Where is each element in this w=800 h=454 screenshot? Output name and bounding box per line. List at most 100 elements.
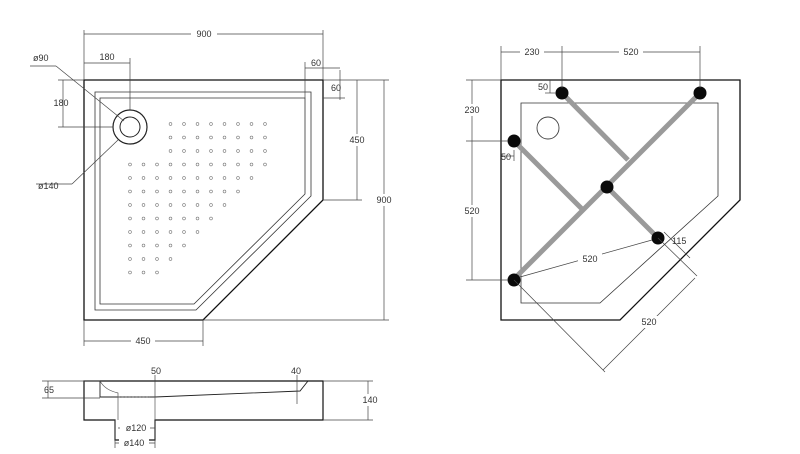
anti-slip-dot — [182, 176, 186, 180]
anti-slip-dot — [209, 189, 213, 194]
anti-slip-dot — [155, 257, 159, 261]
anti-slip-dot — [168, 230, 173, 234]
anti-slip-dot — [168, 257, 173, 261]
anti-slip-dot — [182, 162, 186, 167]
dim-rim-height: 65 — [44, 385, 54, 395]
anti-slip-dot — [222, 203, 227, 207]
anti-slip-dot — [209, 122, 213, 126]
ext-line — [657, 237, 698, 277]
anti-slip-dot — [249, 135, 254, 140]
dim-drain-offset-y: 180 — [53, 98, 68, 108]
anti-slip-dot — [236, 189, 240, 194]
anti-slip-dot — [236, 122, 240, 126]
anti-slip-dot — [195, 162, 200, 167]
dim-drain-offset-x: 180 — [99, 52, 114, 62]
dim-side-depth: 450 — [349, 135, 364, 145]
frame-drain-circle — [536, 116, 560, 140]
tray-basin — [99, 97, 306, 305]
dim-front-width: 450 — [135, 336, 150, 346]
support-leg — [507, 134, 521, 148]
anti-slip-dot — [182, 135, 186, 140]
anti-slip-dot — [155, 270, 159, 275]
anti-slip-dot — [182, 230, 186, 234]
anti-slip-dot — [263, 135, 267, 140]
anti-slip-dot — [168, 122, 173, 126]
anti-slip-dot — [128, 270, 132, 275]
anti-slip-dot — [168, 149, 173, 153]
anti-slip-dot — [222, 149, 227, 153]
dim-drain-outer: ø140 — [124, 438, 145, 448]
support-bar — [560, 91, 630, 162]
anti-slip-dot — [195, 230, 200, 234]
anti-slip-dot — [168, 203, 173, 207]
anti-slip-dot — [236, 176, 240, 180]
anti-slip-dot — [195, 122, 200, 126]
anti-slip-dot — [168, 176, 173, 180]
anti-slip-dot — [141, 189, 146, 194]
anti-slip-dot — [263, 162, 267, 167]
dim-inner-offset-right: 40 — [291, 366, 301, 376]
anti-slip-dot — [195, 135, 200, 140]
anti-slip-dot — [155, 216, 159, 221]
anti-slip-dot — [209, 176, 213, 180]
drain-hole-circle — [119, 116, 141, 138]
dim-frame-left-top: 230 — [464, 105, 479, 115]
drain-section — [99, 380, 156, 420]
support-bar — [512, 139, 584, 211]
side-view: 65 50 40 140 ø120 ø140 — [42, 366, 382, 448]
anti-slip-dot — [182, 149, 186, 153]
anti-slip-dot — [195, 176, 200, 180]
dim-corner-cut-y: 60 — [331, 83, 341, 93]
anti-slip-dot — [128, 257, 132, 261]
anti-slip-dot — [236, 162, 240, 167]
anti-slip-dot — [168, 243, 173, 248]
anti-slip-dot — [263, 122, 267, 126]
anti-slip-dot — [141, 243, 146, 248]
anti-slip-dot — [155, 162, 159, 167]
anti-slip-dot — [155, 203, 159, 207]
anti-slip-dot — [263, 149, 267, 153]
anti-slip-dot — [249, 122, 254, 126]
anti-slip-dot — [168, 135, 173, 140]
anti-slip-dot — [209, 162, 213, 167]
anti-slip-dot — [195, 149, 200, 153]
anti-slip-dot — [141, 203, 146, 207]
anti-slip-dot — [222, 162, 227, 167]
anti-slip-dot — [222, 189, 227, 194]
dim-frame-left: 520 — [464, 206, 479, 216]
dim-frame-diagonal: 520 — [582, 254, 597, 264]
anti-slip-dot — [209, 203, 213, 207]
anti-slip-dot — [222, 176, 227, 180]
anti-slip-dot — [141, 176, 146, 180]
anti-slip-dot — [195, 203, 200, 207]
label-drain-outer: ø140 — [38, 181, 59, 191]
anti-slip-dot — [236, 135, 240, 140]
leader-drain-hole — [55, 65, 125, 122]
dim-depth: 900 — [376, 195, 391, 205]
anti-slip-dot — [182, 243, 186, 248]
anti-slip-dot — [141, 257, 146, 261]
anti-slip-dot — [155, 176, 159, 180]
dim-inner-offset-left: 50 — [151, 366, 161, 376]
anti-slip-dot — [182, 216, 186, 221]
anti-slip-dot — [128, 243, 132, 248]
anti-slip-dot — [209, 216, 213, 221]
anti-slip-dot — [222, 122, 227, 126]
anti-slip-dot — [141, 216, 146, 221]
support-leg — [693, 86, 707, 100]
anti-slip-dot — [155, 230, 159, 234]
dim-frame-top-right: 520 — [623, 47, 638, 57]
anti-slip-dot — [222, 135, 227, 140]
anti-slip-dot — [141, 230, 146, 234]
anti-slip-dot — [209, 135, 213, 140]
frame-view: 230 520 50 230 50 520 520 115 5 — [460, 46, 741, 373]
dim-line-diag-offset — [663, 231, 691, 259]
anti-slip-dot — [236, 149, 240, 153]
anti-slip-dot — [195, 189, 200, 194]
anti-slip-dot — [249, 176, 254, 180]
anti-slip-dot — [182, 189, 186, 194]
anti-slip-dot — [128, 203, 132, 207]
support-bar — [605, 185, 659, 239]
dim-leg-offset-top: 50 — [538, 82, 548, 92]
